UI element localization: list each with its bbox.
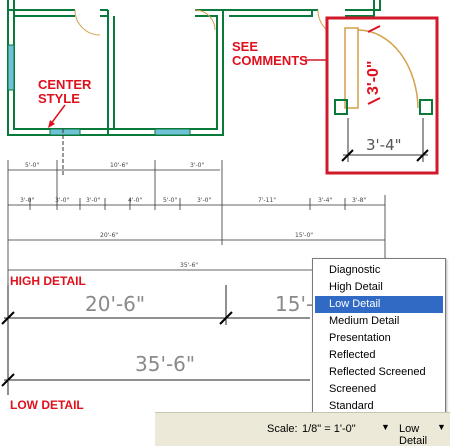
dim-label: 3'-0" [55,197,70,204]
dim-label: 3'-0" [20,197,35,204]
dim-label: 4'-0" [128,197,143,204]
dim-label: 3'-8" [352,197,367,204]
display-config-value[interactable]: Low Detail [399,423,428,447]
dim-label: 10'-6" [110,162,129,169]
inset-vertical-dim: 3'-0" [365,60,382,95]
center-style-callout: CENTER STYLE [38,77,92,106]
dropdown-option-reflected[interactable]: Reflected [329,349,376,361]
dropdown-option-diagnostic[interactable]: Diagnostic [329,264,381,276]
display-config-chevron-down-icon[interactable]: ▼ [437,422,446,432]
dimension-ticks [1,311,233,387]
dim-label: 20'-6" [100,232,119,239]
low-detail-label: LOW DETAIL [10,398,84,412]
floor-plan-walls [7,0,381,136]
dim-label: 3'-0" [197,197,212,204]
dropdown-option-high-detail[interactable]: High Detail [329,281,383,293]
dim-label: 5'-0" [25,162,40,169]
big-dim-total: 35'-6" [135,352,196,376]
dim-label: 35'-6" [180,262,199,269]
dropdown-option-medium-detail[interactable]: Medium Detail [329,315,400,327]
big-dimension-lines [4,285,310,395]
dropdown-option-standard[interactable]: Standard [329,400,374,412]
dim-label: 7'-11" [258,197,277,204]
scale-label: Scale: [267,423,298,435]
inset-horizontal-dim: 3'-4" [366,136,402,154]
see-comments-callout: SEE COMMENTS [232,39,308,68]
status-bar: Scale: 1/8" = 1'-0" ▼ Low Detail ▼ [155,412,450,447]
dropdown-option-presentation[interactable]: Presentation [329,332,391,344]
dropdown-option-screened[interactable]: Screened [329,383,377,395]
dropdown-option-reflected-screened[interactable]: Reflected Screened [329,366,426,378]
high-detail-label: HIGH DETAIL [10,274,86,288]
inset-door [334,25,433,162]
dropdown-option-low-detail[interactable]: Low Detail [315,296,443,313]
display-configuration-dropdown[interactable]: Diagnostic High Detail Low Detail Medium… [312,258,446,416]
big-dim-first: 20'-6" [85,292,146,316]
dim-label: 15'-0" [295,232,314,239]
center-style-arrow [49,104,66,126]
door-swings [74,9,346,38]
dim-label: 5'-0" [163,197,178,204]
dim-label: 3'-4" [318,197,333,204]
scale-chevron-down-icon[interactable]: ▼ [381,422,390,432]
scale-value[interactable]: 1/8" = 1'-0" [302,423,356,435]
windows [7,44,191,136]
dim-label: 3'-0" [86,197,101,204]
dim-label: 3'-0" [190,162,205,169]
big-dim-second: 15'- [275,292,314,316]
arrowhead-icon [48,120,55,128]
